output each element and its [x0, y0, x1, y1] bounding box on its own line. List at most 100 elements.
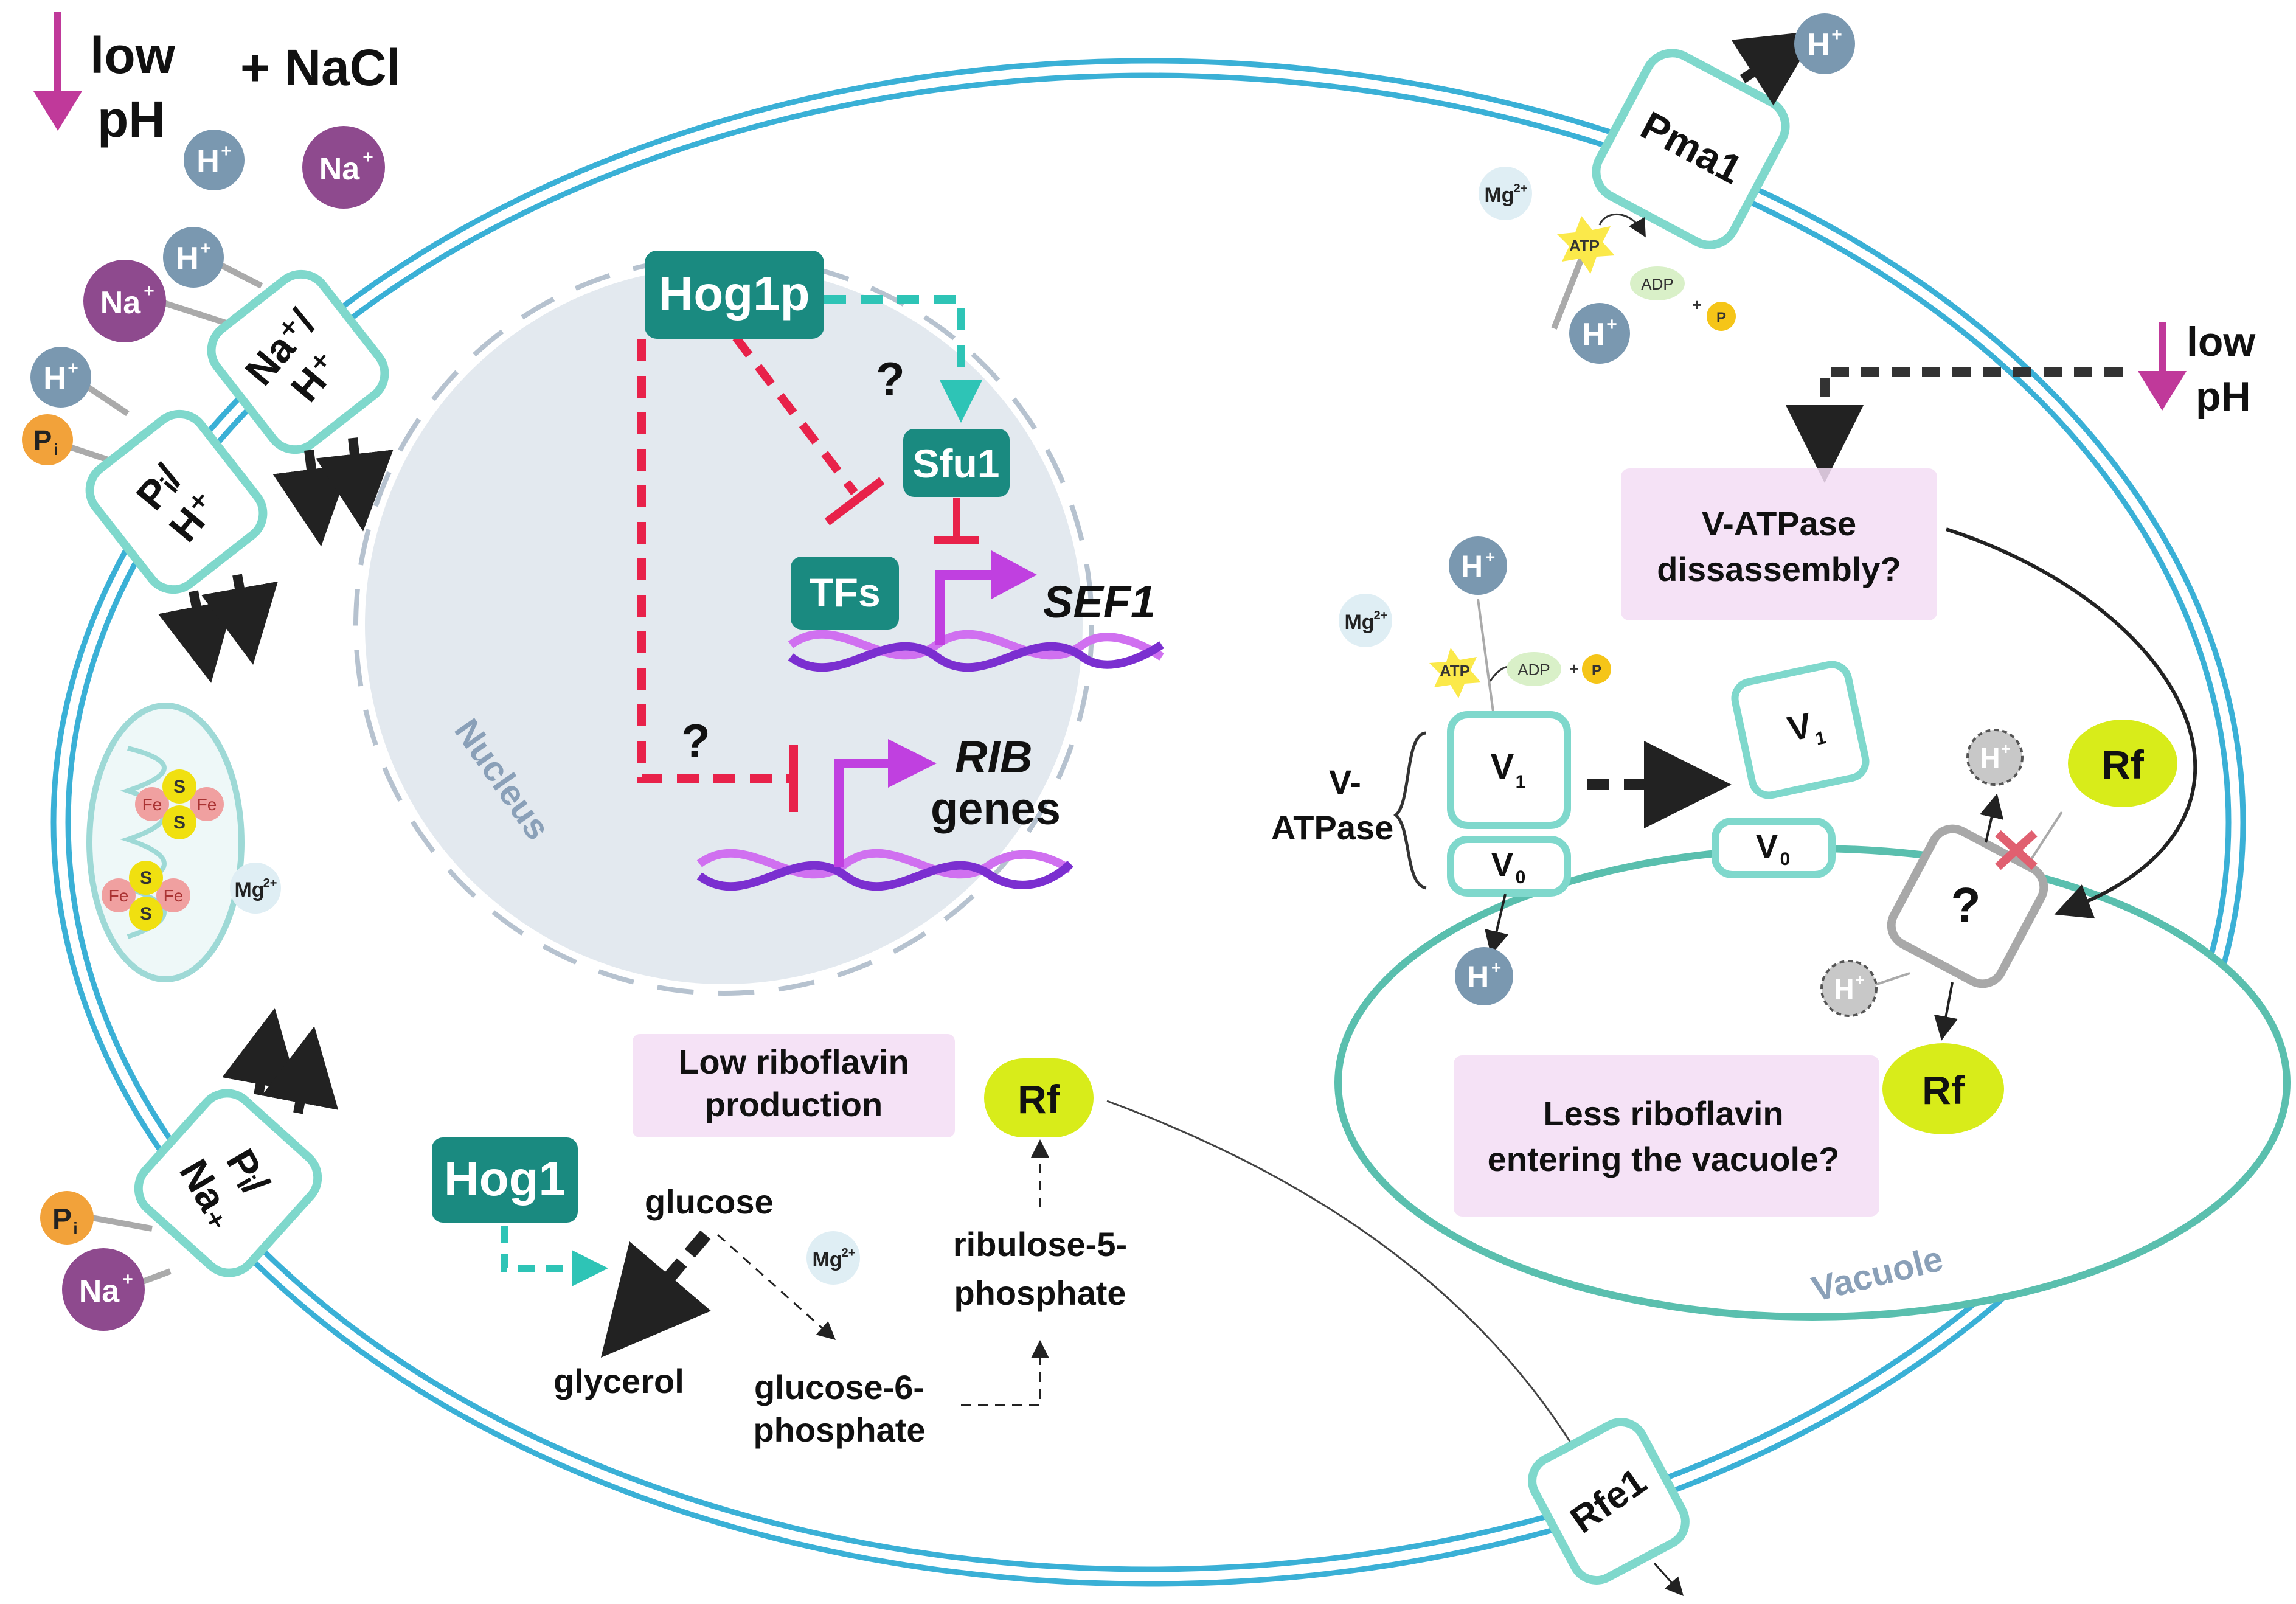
svg-text:ATP: ATP	[1440, 662, 1470, 680]
question-mark-rib: ?	[681, 714, 710, 768]
vatpase-v0-assembled: V 0	[1447, 836, 1571, 897]
svg-text:dissassembly?: dissassembly?	[1657, 550, 1901, 588]
svg-text:Na: Na	[79, 1274, 120, 1309]
h-ion-icon: H +	[184, 130, 245, 190]
vatpase-v1-detached: V 1	[1731, 661, 1870, 799]
phosphate-ion-icon: P i	[22, 414, 73, 465]
rfe1-exporter: Rfe1	[1528, 1418, 1690, 1596]
h-ion-icon: H +	[1449, 536, 1507, 595]
svg-text:P: P	[33, 425, 52, 456]
svg-text:Fe: Fe	[164, 886, 184, 905]
hog1p-regulation-lines	[637, 295, 982, 812]
hog1-activation-arrow	[501, 1226, 608, 1286]
svg-text:V: V	[1491, 747, 1514, 786]
svg-text:P: P	[1592, 662, 1601, 679]
svg-text:H: H	[176, 241, 199, 276]
svg-text:1: 1	[1516, 772, 1526, 792]
g6p-label-1: glucose-6-	[754, 1368, 924, 1406]
svg-text:Hog1p: Hog1p	[659, 266, 810, 321]
svg-text:Rf: Rf	[1018, 1077, 1061, 1122]
adp-icon: ADP	[1507, 652, 1561, 686]
pi-na-symporter: P i Na + Pᵢ/ Na₊	[40, 1008, 339, 1331]
svg-text:+: +	[68, 358, 78, 378]
glucose-to-glycerol-arrow	[600, 1230, 712, 1358]
svg-text:Na: Na	[319, 151, 361, 187]
svg-text:H: H	[1461, 549, 1483, 583]
svg-text:+: +	[122, 1269, 133, 1290]
g6p-label-2: phosphate	[753, 1411, 925, 1449]
svg-text:+: +	[200, 238, 211, 259]
svg-text:S: S	[140, 868, 152, 888]
r5p-label-2: phosphate	[954, 1274, 1126, 1312]
svg-text:V: V	[1491, 847, 1513, 883]
svg-text:ADP: ADP	[1641, 275, 1673, 293]
svg-text:Fe: Fe	[142, 795, 162, 814]
svg-text:V-: V-	[1329, 763, 1361, 801]
sfu1-box: Sfu1	[903, 429, 1010, 497]
svg-text:+: +	[1855, 971, 1864, 989]
iron-sulfur-cluster: Fe Fe S S	[102, 861, 190, 931]
svg-text:H: H	[1980, 742, 2000, 774]
adp-icon: ADP	[1630, 266, 1685, 300]
rf-export-line	[1106, 1100, 1583, 1460]
atp-icon: ATP	[1557, 216, 1615, 274]
svg-text:0: 0	[1516, 867, 1526, 887]
low-ph-stress-right: low pH	[1786, 319, 2256, 483]
mg-ion-icon: Mg 2+	[230, 863, 281, 914]
h-ion-icon: H +	[1794, 13, 1855, 74]
svg-text:i: i	[73, 1219, 77, 1237]
svg-text:V-ATPase: V-ATPase	[1702, 504, 1856, 543]
low-riboflavin-note: Low riboflavin production	[633, 1034, 955, 1137]
disassembly-to-transporter-arrow	[1946, 527, 2197, 919]
svg-text:2+: 2+	[263, 877, 277, 890]
mg-ion-icon: Mg 2+	[1339, 594, 1392, 647]
svg-text:Fe: Fe	[109, 886, 129, 905]
svg-text:S: S	[173, 813, 186, 833]
pma1-pump: Pma1 H + H + Mg 2+ ATP ADP + P	[1479, 13, 1855, 364]
svg-text:H: H	[43, 361, 66, 396]
svg-text:+: +	[144, 281, 154, 301]
svg-text:+: +	[362, 147, 373, 167]
h-ion-icon: H +	[1820, 960, 1878, 1017]
riboflavin-outside-vacuole: Rf	[2068, 720, 2177, 807]
svg-text:Mg: Mg	[1484, 184, 1514, 207]
svg-text:Fe: Fe	[197, 795, 217, 814]
svg-text:+: +	[221, 141, 232, 161]
svg-text:P: P	[1716, 310, 1726, 326]
na-ion-icon: Na +	[83, 260, 166, 342]
svg-text:+: +	[1569, 659, 1578, 678]
vatpase-disassembly-note: V-ATPase dissassembly?	[1621, 468, 1937, 620]
question-mark-sfu1: ?	[876, 352, 905, 406]
h-ion-icon: H +	[1569, 303, 1630, 364]
h-ion-icon: H +	[1455, 947, 1513, 1005]
rib-genes: RIB genes	[696, 732, 1073, 891]
svg-text:H: H	[1807, 27, 1830, 63]
svg-text:2+: 2+	[1514, 182, 1528, 195]
svg-text:S: S	[173, 777, 186, 797]
svg-text:production: production	[705, 1085, 883, 1123]
riboflavin-cytoplasm: Rf	[984, 1058, 1094, 1137]
cell-membrane	[50, 58, 2246, 1587]
svg-text:Mg: Mg	[1344, 611, 1374, 634]
svg-text:V: V	[1756, 828, 1778, 865]
hog1-box: Hog1	[432, 1137, 578, 1223]
riboflavin-inside-vacuole: Rf	[1882, 1043, 2004, 1134]
na-ion-icon: Na +	[62, 1248, 145, 1331]
na-ion-icon: Na +	[302, 126, 385, 209]
svg-text:Sfu1: Sfu1	[912, 441, 999, 486]
svg-text:Rf: Rf	[1922, 1068, 1965, 1113]
vatpase-v1-assembled: V 1	[1447, 711, 1571, 829]
svg-text:?: ?	[1951, 878, 1981, 932]
svg-text:TFs: TFs	[809, 570, 880, 615]
r5p-label-1: ribulose-5-	[953, 1225, 1127, 1263]
svg-text:+: +	[2001, 740, 2010, 758]
h-ion-icon: H +	[30, 347, 91, 408]
svg-text:S: S	[140, 904, 152, 924]
glucose-to-g6p-arrow	[717, 1234, 836, 1340]
phosphate-icon: P	[1707, 302, 1736, 331]
mg-ion-icon: Mg 2+	[806, 1231, 860, 1285]
svg-text:Rf: Rf	[2101, 742, 2145, 787]
low-ph-stress-top: low pH	[33, 12, 176, 148]
svg-text:Mg: Mg	[234, 878, 264, 901]
